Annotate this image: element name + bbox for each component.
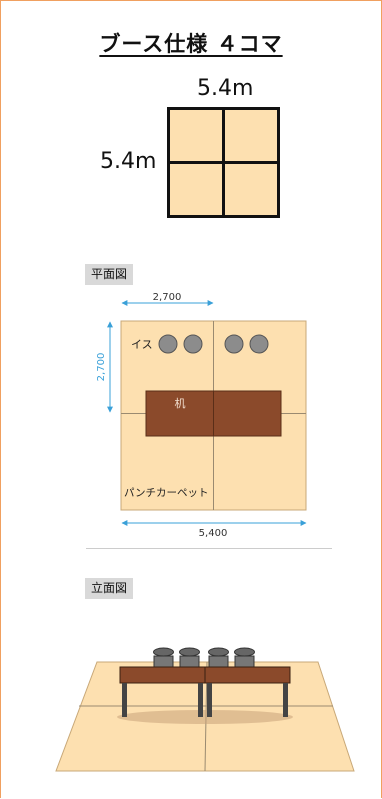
- plan-section-label: 平面図: [85, 264, 134, 285]
- chair-4: [249, 334, 269, 354]
- chair-3: [224, 334, 244, 354]
- chair-1: [158, 334, 178, 354]
- desk-label: 机: [175, 396, 186, 410]
- floor-plan-diagram: 2,700 2,700 イス 机 パンチカーペット 5,400: [96, 292, 307, 539]
- chair-2: [183, 334, 203, 354]
- carpet-label: パンチカーペット: [124, 487, 209, 499]
- section-divider: [86, 548, 332, 549]
- table-shadow: [117, 710, 293, 724]
- booth-grid-overview: [167, 107, 280, 218]
- left-dimension-text: 2,700: [96, 353, 107, 382]
- elevation-section-label: 立面図: [85, 578, 134, 599]
- chair-label: イス: [131, 338, 153, 351]
- page-title: ブース仕様 ４コマ: [99, 32, 283, 56]
- booth-width-label: 5.4m: [197, 76, 254, 101]
- booth-height-label: 5.4m: [100, 149, 157, 174]
- bottom-dimension-text: 5,400: [199, 528, 228, 539]
- top-dimension-text: 2,700: [153, 292, 182, 303]
- elevation-diagram: [55, 647, 355, 772]
- elevation-table-right: [204, 666, 291, 717]
- grid-divider-horizontal: [170, 161, 277, 164]
